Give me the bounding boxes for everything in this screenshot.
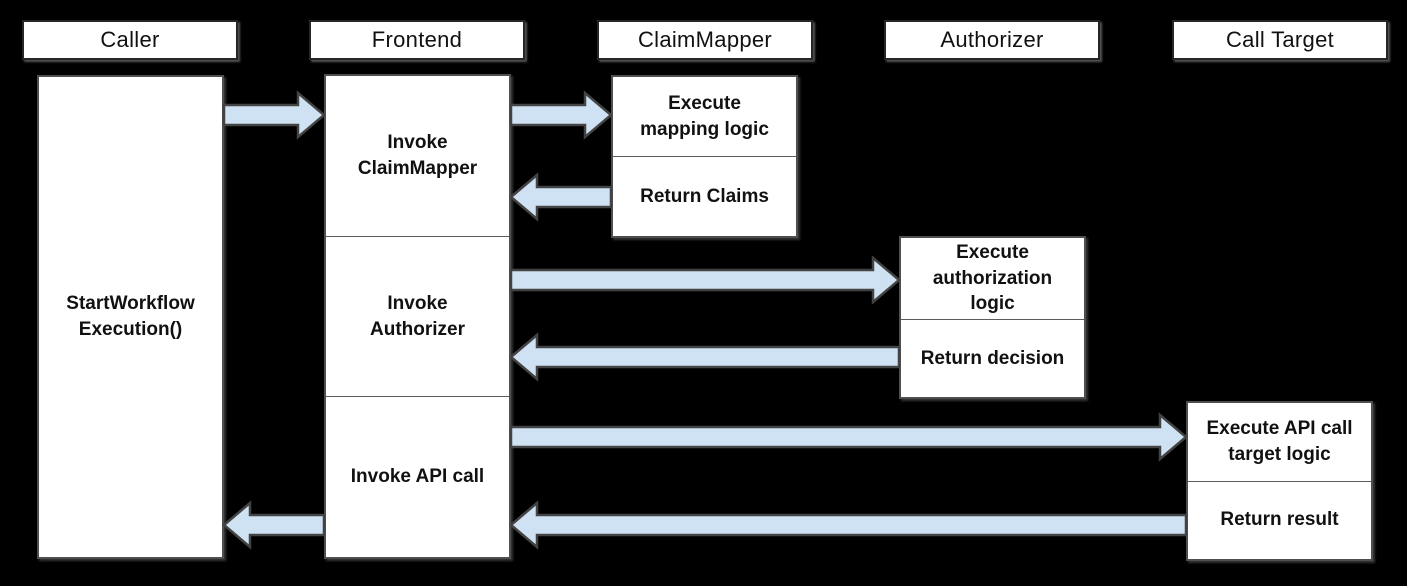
step-invoke-authorizer: Invoke Authorizer [326, 235, 509, 397]
arrow-frontend-to-authorizer [509, 255, 901, 305]
arrow-authorizer-to-frontend [509, 332, 901, 382]
step-execute-authorization-logic: Execute authorization logic [932, 242, 1053, 315]
activation-box-calltarget: Execute API call target logic Return res… [1186, 401, 1373, 561]
lifeline-header-calltarget: Call Target [1172, 20, 1388, 60]
activation-box-frontend: Invoke ClaimMapper Invoke Authorizer Inv… [324, 74, 511, 559]
step-invoke-api-call: Invoke API call [326, 396, 509, 557]
step-execute-mapping-logic: Execute mapping logic [640, 92, 769, 140]
step-return-result: Return result [1188, 480, 1371, 560]
arrow-caller-to-frontend [222, 90, 326, 140]
lifeline-title: Caller [100, 27, 160, 52]
arrow-calltarget-to-frontend [509, 500, 1188, 550]
activation-box-caller: StartWorkflow Execution() [37, 75, 224, 559]
lifeline-title: Authorizer [940, 27, 1044, 52]
lifeline-header-frontend: Frontend [309, 20, 525, 60]
lifeline-header-caller: Caller [22, 20, 238, 60]
activation-box-authorizer: Execute authorization logic Return decis… [899, 236, 1086, 399]
arrow-claimmapper-to-frontend [509, 172, 613, 222]
step-return-decision: Return decision [901, 318, 1084, 397]
lifeline-title: Frontend [371, 27, 463, 52]
arrow-frontend-to-caller [222, 500, 326, 550]
activation-box-claimmapper: Execute mapping logic Return Claims [611, 75, 798, 238]
step-return-claims: Return Claims [613, 156, 796, 236]
step-execute-api-call-target-logic: Execute API call target logic [1206, 418, 1353, 465]
step-startworkflowexecution: StartWorkflow Execution() [66, 293, 195, 340]
lifeline-header-claimmapper: ClaimMapper [597, 20, 813, 60]
lifeline-title: Call Target [1225, 27, 1335, 52]
arrow-frontend-to-calltarget [509, 412, 1188, 462]
lifeline-title: ClaimMapper [637, 27, 773, 52]
lifeline-header-authorizer: Authorizer [884, 20, 1100, 60]
arrow-frontend-to-claimmapper [509, 90, 613, 140]
step-invoke-claimmapper: Invoke ClaimMapper [357, 132, 478, 179]
